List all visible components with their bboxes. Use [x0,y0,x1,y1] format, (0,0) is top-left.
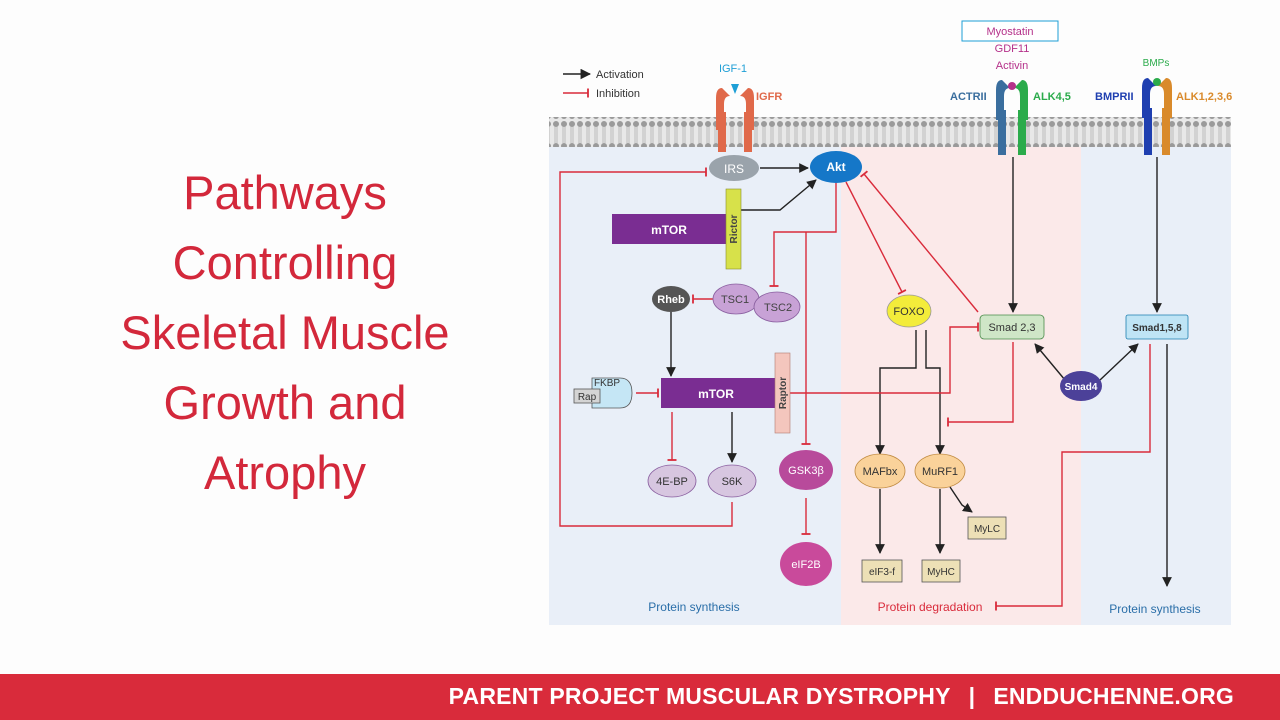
title-line: Growth and [163,376,407,429]
igfr-label: IGFR [756,91,782,103]
smad158-node: Smad1,5,8 [1125,314,1189,340]
smad158-label: Smad1,5,8 [1132,323,1182,334]
mylc-label: MyLC [974,524,1000,535]
tsc2-label: TSC2 [764,302,792,314]
alk1236-label: ALK1,2,3,6 [1176,91,1232,103]
tsc-complex: TSC1 TSC2 [712,283,801,323]
region-protein-degradation [841,145,1081,625]
arrow-smad4-smad23 [1034,343,1066,381]
mafbx-label: MAFbx [863,466,898,478]
myhc-node: MyHC [921,559,961,583]
igf1-label: IGF-1 [719,63,747,75]
smad23-node: Smad 2,3 [979,314,1045,340]
foxo-label: FOXO [893,306,925,318]
akt-node: Akt [810,151,862,183]
rictor-label: Rictor [729,214,740,243]
inhibit-akt-foxo [845,181,907,295]
inhibit-s6k-irs [559,167,733,527]
4ebp-node: 4E-BP [647,464,697,498]
arrow-foxo-mafbx [875,330,917,455]
footer-separator: | [968,683,976,709]
activin-label: Activin [996,60,1028,72]
arrow-foxo-murf1 [925,330,945,455]
inhibit-akt-tsc [769,182,837,287]
smad4-node: Smad4 [1060,371,1102,401]
title-line: Pathways [183,166,387,219]
mylc-node: MyLC [967,516,1007,540]
inhibit-smad23-akt [859,170,979,313]
rheb-node: Rheb [652,286,690,312]
gsk3b-node: GSK3β [779,450,833,490]
rap-label: Rap [578,392,597,403]
myostatin-label: Myostatin [986,26,1033,38]
cell-membrane [549,117,1231,147]
s6k-node: S6K [707,464,757,498]
fkbp-label: FKBP [594,378,620,389]
tsc1-label: TSC1 [721,294,749,306]
rheb-label: Rheb [657,294,685,306]
footer-site: ENDDUCHENNE.ORG [993,683,1234,709]
inhibit-raptor-smad23 [790,322,979,394]
arrow-murf1-mylc [949,486,973,513]
bmprii-label: BMPRII [1095,91,1134,103]
region-label-left: Protein synthesis [648,600,739,614]
pathway-diagram: Activation Inhibition IGF-1 IGFR Myostat… [549,20,1232,625]
title-line: Atrophy [204,446,366,499]
foxo-node: FOXO [886,294,932,328]
smad23-label: Smad 2,3 [988,322,1035,334]
arrow-smad4-smad158 [1099,343,1139,381]
inhibition-lines [559,167,1151,611]
murf1-label: MuRF1 [922,466,958,478]
4ebp-label: 4E-BP [656,476,688,488]
irs-node: IRS [709,155,759,181]
gdf11-label: GDF11 [995,43,1030,55]
eif2b-label: eIF2B [791,559,820,571]
eif3f-label: eIF3-f [869,567,895,578]
mtor-raptor-complex: mTOR Raptor [661,352,791,434]
title-line: Controlling [172,236,398,289]
mtor-top-label: mTOR [651,223,687,237]
legend-activation: Activation [596,69,644,81]
murf1-node: MuRF1 [914,453,966,489]
raptor-label: Raptor [778,377,789,409]
slide-title: Pathways Controlling Skeletal Muscle Gro… [60,158,510,508]
myhc-label: MyHC [927,567,955,578]
actrii-alk45-receptor [996,80,1028,155]
legend: Activation Inhibition [563,68,644,100]
smad4-label: Smad4 [1065,382,1098,393]
legend-inhibition: Inhibition [596,88,640,100]
s6k-label: S6K [722,476,743,488]
actrii-label: ACTRII [950,91,987,103]
eif2b-node: eIF2B [780,542,832,586]
alk45-label: ALK4,5 [1033,91,1071,103]
inhibit-smad158-degradation [995,344,1151,611]
igfr-receptor [716,84,754,152]
region-protein-synthesis-right [1081,145,1231,625]
footer-bar: PARENT PROJECT MUSCULAR DYSTROPHY | ENDDUC… [0,674,1280,720]
mafbx-node: MAFbx [854,453,906,489]
region-label-middle: Protein degradation [878,600,983,614]
footer-text: PARENT PROJECT MUSCULAR DYSTROPHY | ENDDUC… [449,683,1234,710]
arrow-rictor-akt [740,179,817,211]
inhibit-smad23-murf1 [947,342,1014,427]
bmprii-alk-receptor [1142,78,1172,155]
bmps-label: BMPs [1143,58,1170,69]
region-label-right: Protein synthesis [1109,602,1200,616]
ligand-box [961,20,1059,42]
activation-arrows [666,157,1172,587]
gsk3b-label: GSK3β [788,465,824,477]
footer-org: PARENT PROJECT MUSCULAR DYSTROPHY [448,683,951,709]
irs-label: IRS [724,162,744,176]
title-line: Skeletal Muscle [120,306,450,359]
fkbp-rap-complex: FKBP Rap [573,377,633,409]
eif3f-node: eIF3-f [861,559,903,583]
mtor-bottom-label: mTOR [698,387,734,401]
mtor-rictor-complex: mTOR Rictor [612,188,742,270]
akt-label: Akt [826,160,845,174]
